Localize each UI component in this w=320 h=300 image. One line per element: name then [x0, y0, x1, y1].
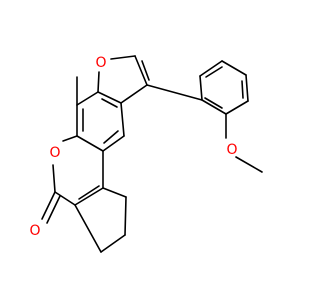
furan-oxygen: O: [94, 55, 108, 71]
bond: [221, 60, 247, 76]
bond: [101, 98, 118, 108]
bond: [199, 75, 203, 101]
atom-label-o-carbonyl: O: [29, 223, 40, 239]
bond: [76, 135, 104, 152]
bond: [74, 204, 102, 253]
atom-label-o-lactone: O: [49, 145, 60, 161]
bond: [78, 185, 100, 200]
bond: [141, 60, 150, 81]
bond: [199, 60, 223, 77]
bond: [225, 100, 249, 115]
bond: [201, 99, 227, 115]
bonds: [41, 55, 263, 253]
bond: [46, 195, 61, 224]
bond: [102, 187, 127, 198]
bond: [102, 135, 125, 152]
bond: [146, 84, 203, 101]
bond: [241, 80, 244, 99]
bond: [54, 191, 76, 206]
bond: [97, 71, 100, 93]
bond: [124, 196, 127, 236]
bond: [245, 74, 249, 102]
bond: [103, 130, 119, 144]
carbonyl-oxygen: O: [28, 223, 42, 239]
bond: [134, 55, 148, 86]
bond: [41, 191, 56, 220]
bond: [120, 102, 125, 137]
methoxy-oxygen: O: [225, 142, 239, 158]
atom-labels: O O O O: [28, 55, 239, 239]
bond: [120, 84, 148, 104]
bond: [62, 135, 78, 142]
bond: [235, 156, 263, 173]
bond: [205, 66, 223, 78]
lactone-oxygen: O: [48, 145, 62, 161]
chemical-structure: O O O O: [28, 55, 263, 253]
bond: [97, 91, 122, 104]
bond: [110, 55, 136, 60]
bond: [74, 187, 104, 206]
atom-label-o-furan: O: [95, 55, 106, 71]
bond: [76, 91, 99, 106]
bond: [52, 164, 56, 193]
atom-label-o-methoxy: O: [226, 142, 237, 158]
bond: [100, 234, 126, 253]
bond: [204, 97, 223, 109]
